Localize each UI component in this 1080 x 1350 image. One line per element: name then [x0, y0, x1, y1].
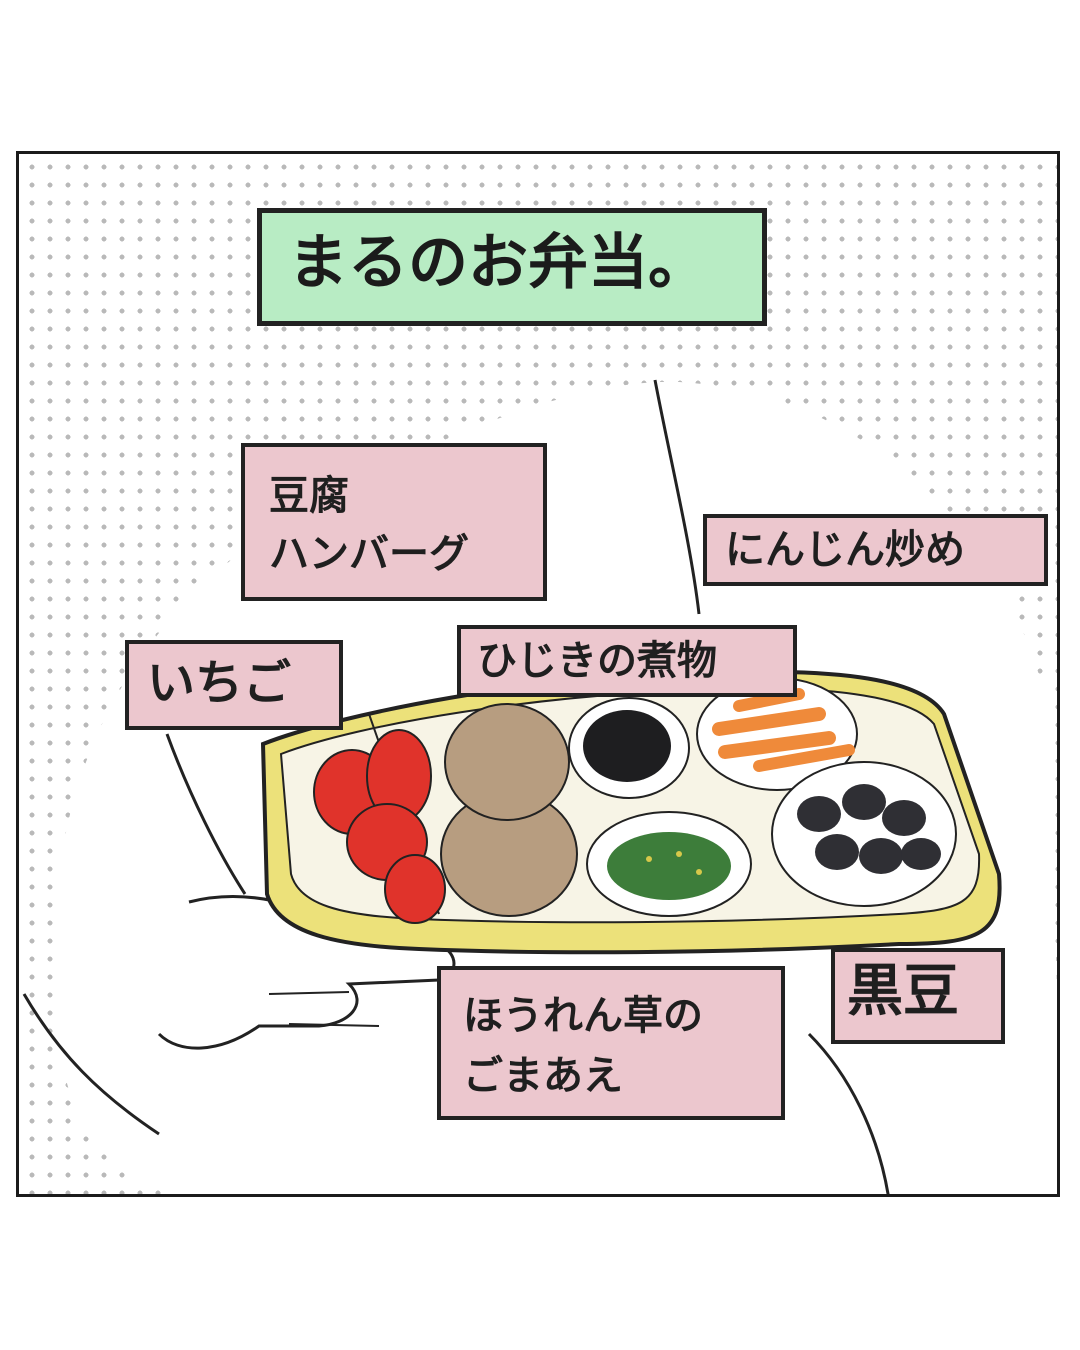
- label-carrot: にんじん炒め: [703, 514, 1048, 586]
- label-black-beans: 黒豆: [831, 948, 1005, 1044]
- label-black-beans-text: 黒豆: [847, 959, 959, 1024]
- label-tofu-hamburg: 豆腐 ハンバーグ: [241, 443, 547, 601]
- carrot-drawing: [696, 677, 858, 791]
- spinach-drawing: [586, 811, 752, 917]
- label-hijiki: ひじきの煮物: [457, 625, 797, 697]
- black-beans-drawing: [771, 761, 957, 907]
- label-tofu-hamburg-line-1: 豆腐: [269, 473, 349, 519]
- hijiki-drawing: [568, 697, 690, 799]
- label-strawberry-text: いちご: [147, 655, 292, 711]
- label-spinach: ほうれん草の ごまあえ: [437, 966, 785, 1120]
- comic-panel: まるのお弁当。 豆腐 ハンバーグ にんじん炒め ひじきの煮物 いちご ほうれん草…: [16, 151, 1060, 1197]
- comic-title-text: まるのお弁当。: [288, 228, 708, 298]
- label-hijiki-text: ひじきの煮物: [477, 638, 717, 684]
- label-carrot-text: にんじん炒め: [725, 527, 965, 573]
- strawberries-drawing: [313, 729, 446, 924]
- tofu-hamburg-drawing: [440, 703, 578, 917]
- bento-illustration: [22, 379, 1057, 1194]
- label-tofu-hamburg-line-2: ハンバーグ: [269, 531, 469, 577]
- label-spinach-line-2: ごまあえ: [463, 1053, 623, 1099]
- comic-title: まるのお弁当。: [257, 208, 767, 326]
- label-strawberry: いちご: [125, 640, 343, 730]
- label-spinach-line-1: ほうれん草の: [463, 993, 703, 1039]
